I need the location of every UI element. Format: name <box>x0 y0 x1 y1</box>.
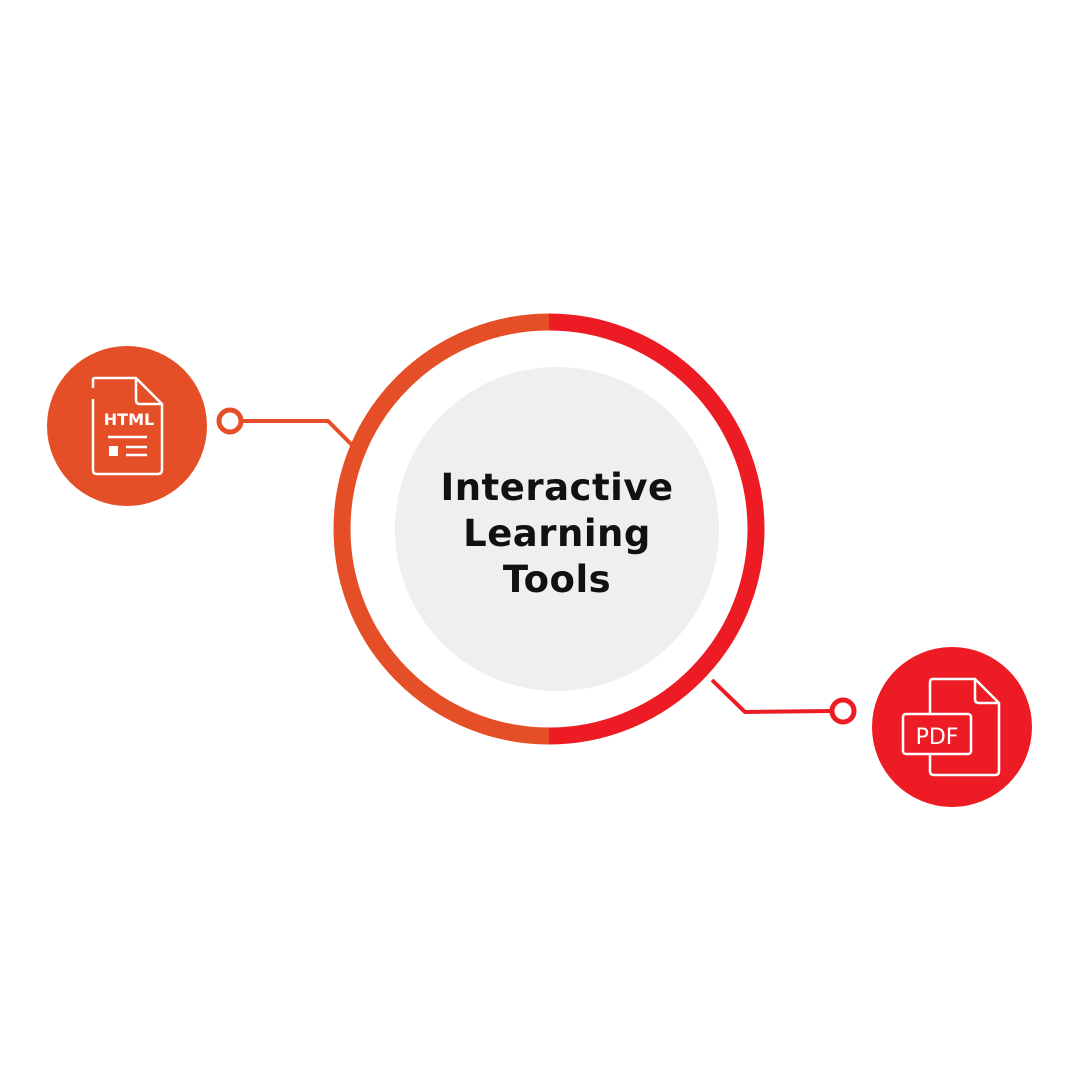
html-file-icon <box>91 376 164 476</box>
pdf-node: PDF <box>872 647 1032 807</box>
title-line-2: Learning <box>463 512 651 555</box>
title-line-1: Interactive <box>440 466 674 509</box>
pdf-label: PDF <box>916 725 959 750</box>
html-label: HTML <box>104 410 154 429</box>
center-disc <box>395 367 719 691</box>
title-line-3: Tools <box>502 558 612 601</box>
html-node: HTML <box>47 346 207 506</box>
ring-right-half <box>548 313 765 745</box>
ring-left-half <box>333 313 550 745</box>
pdf-file-icon <box>901 677 1001 777</box>
html-connector <box>216 407 360 453</box>
pdf-connector <box>710 678 857 725</box>
center-title: Interactive Learning Tools <box>397 465 717 603</box>
